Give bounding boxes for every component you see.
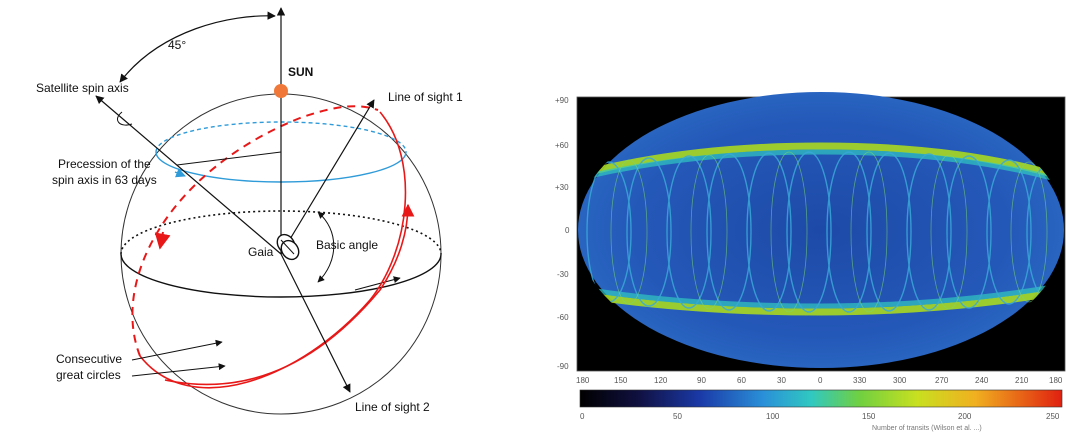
scanning-law-diagram: 45° SUN Satellite spin axis Line of sigh… — [36, 7, 463, 415]
great-circle-arrow-1 — [154, 231, 171, 250]
x-tick: 150 — [614, 376, 628, 385]
band-north — [588, 142, 1061, 180]
colorbar-tick: 100 — [766, 412, 780, 421]
y-tick: -60 — [557, 313, 569, 322]
y-tick: -30 — [557, 270, 569, 279]
precession-arrow — [174, 168, 186, 178]
line-of-sight-1 — [280, 99, 375, 255]
x-tick: 300 — [893, 376, 907, 385]
x-tick: 240 — [975, 376, 989, 385]
great-circles-pointer-2 — [131, 363, 226, 377]
x-tick: 330 — [853, 376, 867, 385]
x-axis: 180 150 120 90 60 30 0 330 300 270 240 2… — [576, 376, 1063, 385]
x-tick: 120 — [654, 376, 668, 385]
angle-arc — [119, 11, 276, 83]
basic-angle-label: Basic angle — [316, 238, 378, 252]
sun-label: SUN — [288, 65, 313, 79]
gaia-label: Gaia — [248, 245, 274, 259]
colorbar-tick: 0 — [580, 412, 585, 421]
sun-icon — [274, 84, 288, 98]
x-tick: 60 — [737, 376, 746, 385]
band-south — [588, 288, 1060, 316]
colorbar-ticks: 0 50 100 150 200 250 — [580, 412, 1060, 421]
x-tick: 270 — [935, 376, 949, 385]
colorbar-tick: 200 — [958, 412, 972, 421]
sky-coverage-map: +90 +60 +30 0 -30 -60 -90 180 150 120 90… — [555, 92, 1066, 432]
line-of-sight-1-label: Line of sight 1 — [388, 90, 463, 104]
colorbar-tick: 50 — [673, 412, 682, 421]
equator-front — [120, 253, 442, 298]
x-tick: 90 — [697, 376, 706, 385]
x-tick: 0 — [818, 376, 823, 385]
x-tick: 30 — [777, 376, 786, 385]
great-circles-label-line-2: great circles — [56, 368, 121, 382]
y-tick: +30 — [555, 183, 569, 192]
angle-label: 45° — [168, 38, 186, 52]
scan-pattern — [586, 142, 1066, 316]
colorbar-tick: 150 — [862, 412, 876, 421]
y-tick: +90 — [555, 96, 569, 105]
equator-arrow — [354, 276, 401, 291]
x-tick: 210 — [1015, 376, 1029, 385]
band-north-glow — [588, 149, 1060, 183]
great-circles-label-line-1: Consecutive — [56, 352, 122, 366]
y-tick: +60 — [555, 141, 569, 150]
y-tick: 0 — [565, 226, 570, 235]
colorbar — [579, 389, 1063, 408]
spin-rotation-icon — [117, 111, 133, 126]
precession-label-line-1: Precession of the — [58, 157, 151, 171]
band-south-glow — [588, 283, 1060, 309]
precession-label-line-2: spin axis in 63 days — [52, 173, 157, 187]
y-axis: +90 +60 +30 0 -30 -60 -90 — [555, 96, 570, 371]
spin-axis-label: Satellite spin axis — [36, 81, 129, 95]
line-of-sight-2 — [280, 253, 351, 393]
spin-axis — [95, 95, 282, 255]
line-of-sight-2-label: Line of sight 2 — [355, 400, 430, 414]
x-tick: 180 — [576, 376, 590, 385]
x-tick: 180 — [1049, 376, 1063, 385]
great-circle-solid-1 — [139, 111, 407, 389]
great-circles-pointer-1 — [131, 339, 223, 361]
basic-angle-arc — [317, 211, 335, 283]
colorbar-tick: 250 — [1046, 412, 1060, 421]
precession-radius — [176, 151, 282, 166]
gaia-satellite-icon — [276, 233, 300, 261]
y-tick: -90 — [557, 362, 569, 371]
colorbar-label: Number of transits (Wilson et al. ...) — [872, 425, 982, 432]
scan-loops-bright — [610, 151, 1048, 313]
great-circle-dashed — [131, 105, 379, 357]
great-circle-solid-2 — [164, 203, 415, 386]
